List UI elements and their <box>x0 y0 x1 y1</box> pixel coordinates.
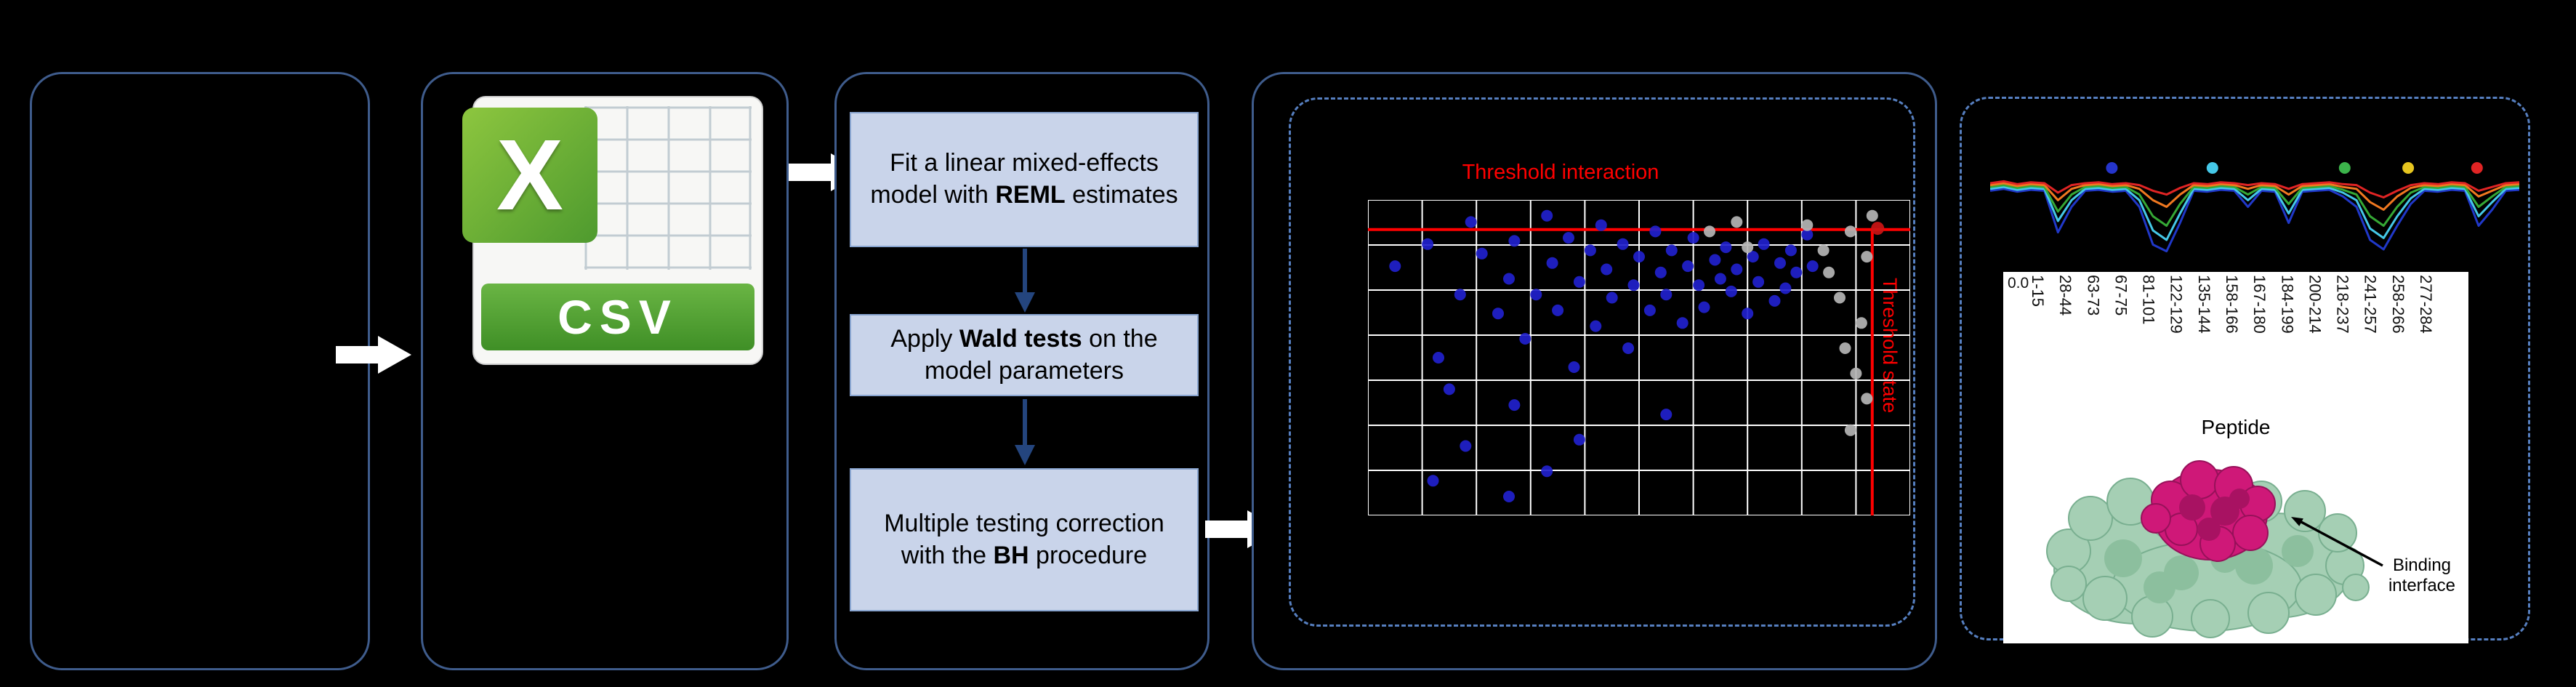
step2-text-post: on the model parameters <box>924 324 1158 385</box>
step2-text-pre: Apply <box>890 324 959 353</box>
peptide-tick-label: 135-144 <box>2194 275 2213 334</box>
step-wald-tests-box: Apply Wald tests on the model parameters <box>850 314 1199 396</box>
csv-file-icon: X CSV <box>451 96 763 372</box>
step1-text-bold: REML <box>995 181 1066 209</box>
peptide-tick-label: 67-75 <box>2112 275 2130 316</box>
csv-label-band: CSV <box>481 284 754 350</box>
peptide-panel: 0.0 1-15 28-44 63-73 67-75 81-101 122-129 135-… <box>2003 272 2468 643</box>
peptide-tick-label: 167-180 <box>2250 275 2269 334</box>
csv-sheet-background: X CSV <box>462 96 763 365</box>
flow-arrow-1-icon <box>336 336 411 374</box>
threshold-interaction-label: Threshold interaction <box>1462 161 1659 184</box>
down-arrow-2-icon <box>1015 399 1035 465</box>
step-bh-correction-text: Multiple testing correction with the BH … <box>861 508 1187 571</box>
peptide-tick-label: 158-166 <box>2222 275 2241 334</box>
peptide-axis-title: Peptide <box>2201 416 2271 438</box>
panel-csv-file: X CSV <box>421 72 789 670</box>
step3-text-bold: BH <box>993 541 1029 569</box>
step3-text-post: procedure <box>1029 541 1148 569</box>
interpretation-panel: 0.0 1-15 28-44 63-73 67-75 81-101 122-129 135-… <box>1960 97 2530 643</box>
step1-text-post: estimates <box>1065 181 1178 209</box>
step2-text-bold: Wald tests <box>959 324 1082 353</box>
panel-statistical-results: Threshold interaction Threshold state <box>1252 72 1937 670</box>
binding-interface-label: Binding interface <box>2388 555 2456 595</box>
step1-text-pre: Fit a linear mixed-effects model with <box>870 149 1159 209</box>
peptide-tick-label: 1-15 <box>2029 275 2047 308</box>
panel-statistics-pipeline: Fit a linear mixed-effects model with RE… <box>834 72 1209 670</box>
down-arrow-1-icon <box>1015 249 1035 313</box>
spreadsheet-grid-icon <box>584 106 752 270</box>
peptide-tick-label: 122-129 <box>2167 275 2186 334</box>
panel-input <box>30 72 370 670</box>
peptide-axis-labels: 1-15 28-44 63-73 67-75 81-101 122-129 135-144 1… <box>2028 275 2435 411</box>
peptide-tick-label: 277-284 <box>2416 275 2435 334</box>
peptide-tick-label: 241-257 <box>2361 275 2380 334</box>
step-reml-model-box: Fit a linear mixed-effects model with RE… <box>850 112 1199 247</box>
peptide-tick-label: 258-266 <box>2388 275 2407 334</box>
step3-text-pre: Multiple testing correction with the <box>884 509 1164 569</box>
threshold-state-label: Threshold state <box>1879 278 1901 414</box>
step-wald-tests-text: Apply Wald tests on the model parameters <box>861 324 1187 387</box>
peptide-tick-label: 28-44 <box>2056 275 2075 316</box>
peptide-tick-label: 200-214 <box>2306 275 2325 334</box>
excel-x-logo: X <box>462 108 597 243</box>
volcano-plot-panel: Threshold interaction Threshold state <box>1289 97 1915 627</box>
peptide-tick-label: 63-73 <box>2084 275 2103 316</box>
peptide-tick-label: 81-101 <box>2139 275 2158 325</box>
y-axis-zero-tick: 0.0 <box>2008 275 2029 292</box>
step-bh-correction-box: Multiple testing correction with the BH … <box>850 468 1199 611</box>
peptide-tick-label: 184-199 <box>2278 275 2297 334</box>
step-reml-model-text: Fit a linear mixed-effects model with RE… <box>861 148 1187 211</box>
protein-structure-image <box>2046 460 2370 638</box>
peptide-tick-label: 218-237 <box>2333 275 2352 334</box>
uptake-line-chart <box>1990 162 2519 253</box>
interaction-scatter-plot <box>1368 200 1910 515</box>
